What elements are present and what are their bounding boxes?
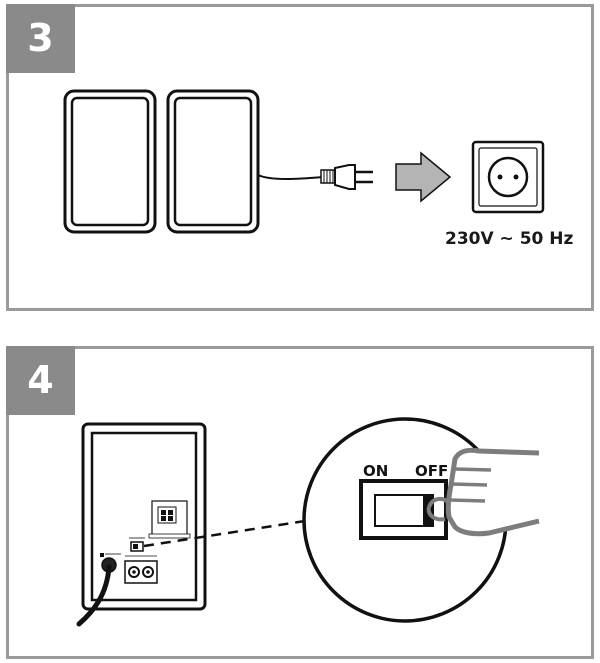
left-speaker (63, 89, 157, 234)
speaker-back-panel (81, 422, 207, 611)
step-3-panel: 3 (6, 4, 594, 311)
power-cable (257, 174, 324, 180)
power-spec-label: 230V ~ 50 Hz (445, 229, 574, 249)
step-4-illustration (76, 417, 540, 627)
hand-pointer-icon (426, 447, 540, 537)
power-plug (320, 164, 373, 190)
power-switch (359, 479, 448, 540)
direction-arrow (395, 151, 452, 203)
step-3-illustration (63, 89, 545, 234)
step-4-panel: 4 (6, 346, 594, 659)
switch-off-label: OFF (415, 462, 449, 480)
power-cord (76, 564, 112, 627)
right-speaker (166, 89, 260, 234)
wall-socket (471, 140, 545, 214)
step-3-badge: 3 (6, 4, 75, 73)
step-4-badge: 4 (6, 346, 75, 415)
switch-on-label: ON (363, 462, 389, 480)
